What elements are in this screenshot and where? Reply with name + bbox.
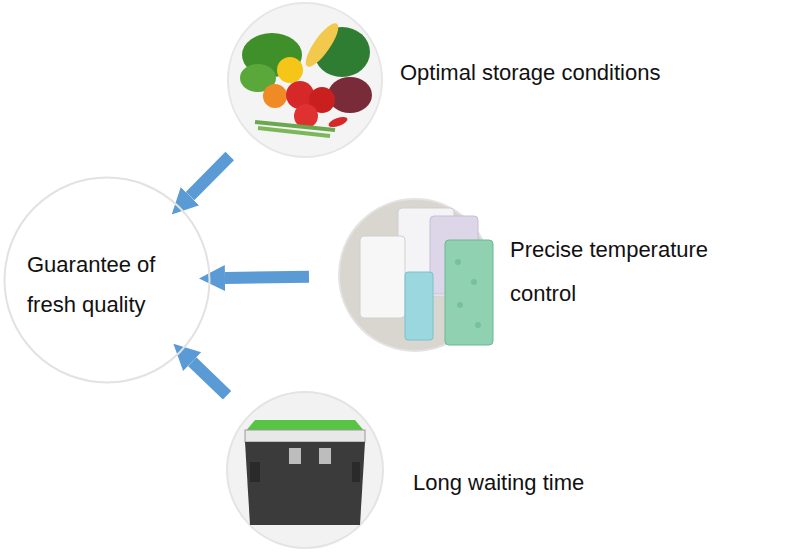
- factor-circle: Precise temperature control: [339, 199, 491, 351]
- factor-label: Long waiting time: [413, 468, 584, 498]
- flow-arrow: [225, 277, 309, 278]
- goal-circle: Guarantee of fresh quality: [3, 176, 211, 384]
- cooler-box-picture: [227, 392, 383, 548]
- factor-label: Precise temperature control: [510, 228, 750, 316]
- factor-circle: Optimal storage conditions: [228, 3, 382, 157]
- goal-label: Guarantee of fresh quality: [27, 245, 187, 325]
- ice-packs-picture: [339, 199, 493, 351]
- flow-arrow: [192, 362, 227, 396]
- factor-label: Optimal storage conditions: [400, 58, 660, 88]
- flow-arrow: [190, 156, 230, 196]
- vegetables-picture: [228, 3, 382, 157]
- circle-outline: [3, 176, 211, 384]
- factor-circle: Long waiting time: [227, 392, 383, 548]
